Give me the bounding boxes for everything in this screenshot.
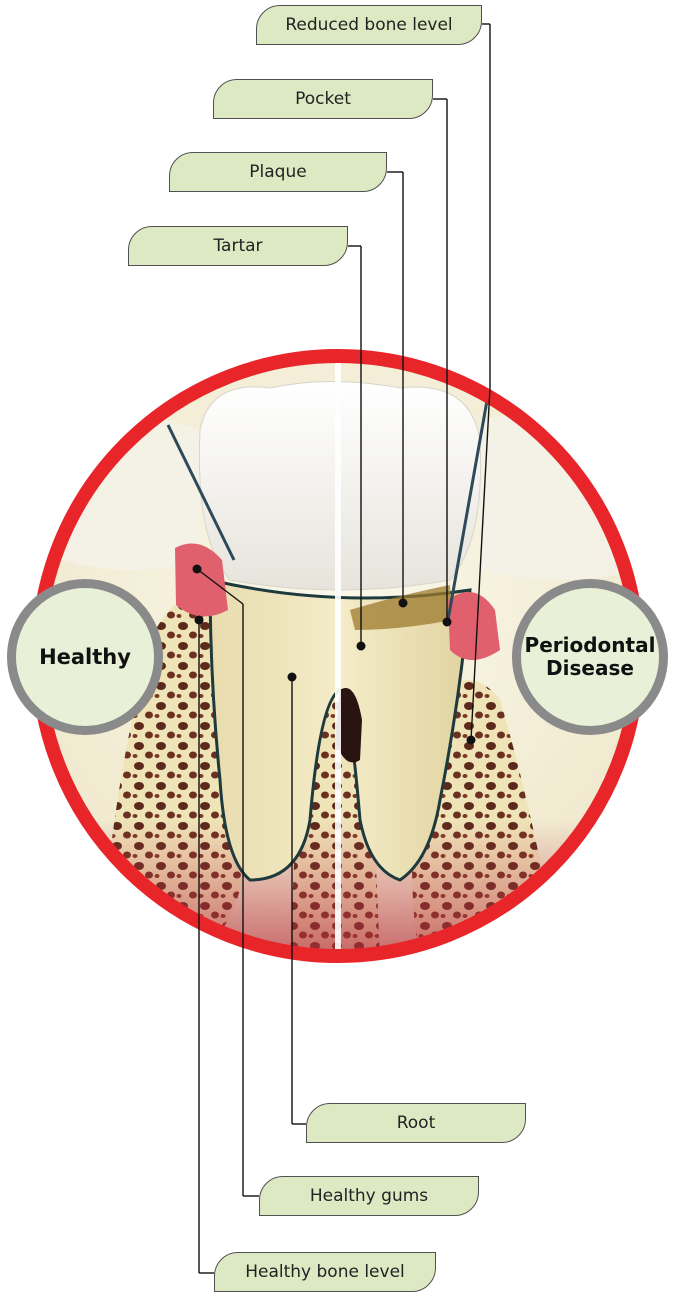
periodontal-badge-line1: Periodontal [525, 634, 656, 657]
label-pocket: Pocket [213, 79, 433, 119]
healthy-badge-text: Healthy [39, 645, 131, 669]
label-root: Root [306, 1103, 526, 1143]
dot-plaque [399, 599, 408, 608]
periodontal-disease-badge: Periodontal Disease [512, 579, 668, 735]
periodontal-badge-line2: Disease [525, 657, 656, 680]
healthy-badge: Healthy [7, 579, 163, 735]
label-healthy-bone-level: Healthy bone level [214, 1252, 436, 1292]
dot-healthy-bone-level [195, 616, 204, 625]
dot-root [288, 673, 297, 682]
dot-reduced-bone-level [467, 736, 476, 745]
dot-healthy-gums [193, 565, 202, 574]
label-tartar: Tartar [128, 226, 348, 266]
dot-pocket [443, 618, 452, 627]
dot-tartar [357, 642, 366, 651]
label-plaque: Plaque [169, 152, 387, 192]
label-healthy-gums: Healthy gums [259, 1176, 479, 1216]
label-reduced-bone-level: Reduced bone level [256, 5, 482, 45]
